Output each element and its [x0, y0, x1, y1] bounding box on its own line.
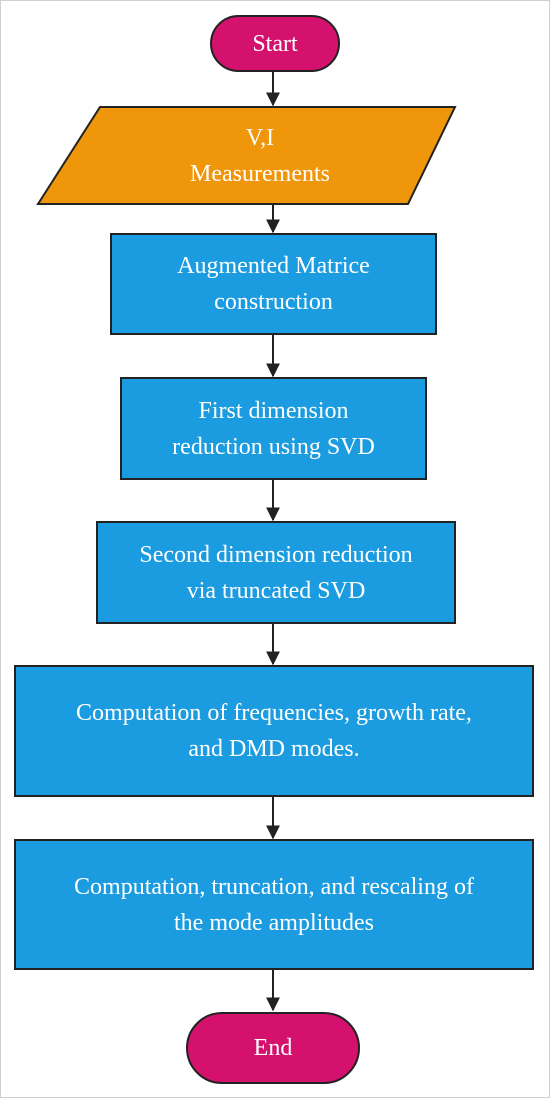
step2-line2: reduction using SVD [172, 433, 375, 460]
input-parallelogram-shape [36, 106, 457, 205]
input-node: V,I Measurements [100, 112, 420, 200]
step2-line1: First dimension [198, 397, 349, 424]
start-label: Start [252, 30, 298, 57]
step1-line1: Augmented Matrice [177, 253, 370, 279]
process-second-dimension-reduction: Second dimension reduction via truncated… [96, 521, 456, 624]
end-node: End [186, 1012, 360, 1084]
end-label: End [253, 1035, 293, 1061]
step3-line2: via truncated SVD [186, 577, 366, 604]
input-label-line2: Measurements [190, 161, 330, 187]
step4-line2: and DMD modes. [188, 736, 360, 762]
process-mode-amplitudes: Computation, truncation, and rescaling o… [14, 839, 534, 970]
step1-line2: construction [214, 289, 333, 315]
step5-line2: the mode amplitudes [174, 909, 374, 936]
process-first-dimension-reduction: First dimension reduction using SVD [120, 377, 427, 480]
process-frequencies-growth-modes: Computation of frequencies, growth rate,… [14, 665, 534, 797]
step5-line1: Computation, truncation, and rescaling o… [74, 873, 474, 900]
start-node: Start [210, 15, 340, 72]
input-label-line1: V,I [245, 125, 275, 151]
step3-line1: Second dimension reduction [139, 541, 413, 568]
step4-line1: Computation of frequencies, growth rate, [76, 700, 472, 726]
process-augmented-matrice: Augmented Matrice construction [110, 233, 437, 335]
